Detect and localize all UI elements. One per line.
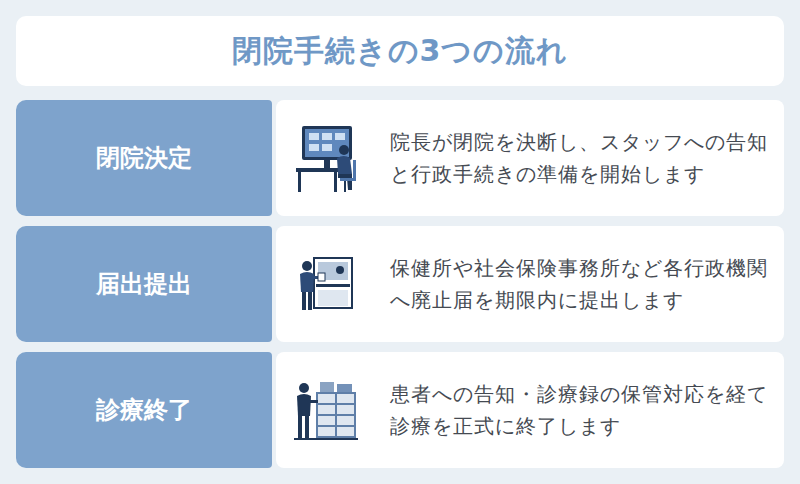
cabinet-icon xyxy=(294,382,358,440)
panel-grounds xyxy=(276,100,784,468)
step-description: 院長が閉院を決断し、スタッフへの告知と行政手続きの準備を開始します xyxy=(390,126,770,190)
step-description-box: 院長が閉院を決断し、スタッフへの告知と行政手続きの準備を開始します xyxy=(276,100,784,216)
step-label-box: 閉院決定 xyxy=(16,100,272,216)
step-description-box: 保健所や社会保険事務所など各行政機関へ廃止届を期限内に提出します xyxy=(276,226,784,342)
step-label: 届出提出 xyxy=(96,268,192,300)
title-box: 閉院手続きの3つの流れ xyxy=(16,16,784,86)
step-description: 保健所や社会保険事務所など各行政機関へ廃止届を期限内に提出します xyxy=(390,252,770,316)
step-label: 診療終了 xyxy=(96,394,192,426)
step-description: 患者への告知・診療録の保管対応を経て診療を正式に終了します xyxy=(390,378,770,442)
counter-icon xyxy=(300,258,352,310)
step-label-box: 診療終了 xyxy=(16,352,272,468)
step-label-box: 届出提出 xyxy=(16,226,272,342)
step-description-box: 患者への告知・診療録の保管対応を経て診療を正式に終了します xyxy=(276,352,784,468)
desk-icon xyxy=(296,126,356,192)
title-text: 閉院手続きの3つの流れ xyxy=(232,31,569,72)
step-label: 閉院決定 xyxy=(96,142,192,174)
